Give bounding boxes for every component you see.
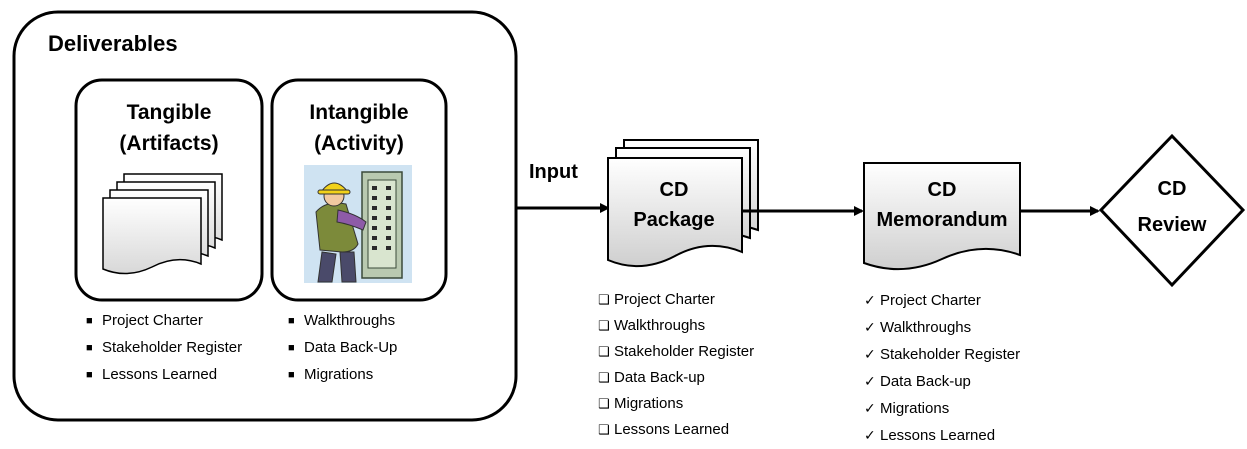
list-item: ■ Project Charter	[86, 308, 242, 335]
input-label: Input	[529, 161, 578, 183]
check-mark-icon: ✓	[864, 373, 876, 389]
list-item: ✓Stakeholder Register	[864, 341, 1020, 368]
list-item-label: Data Back-up	[614, 369, 705, 386]
empty-checkbox-icon: ❑	[598, 370, 610, 385]
list-item: ■ Stakeholder Register	[86, 335, 242, 362]
list-item-label: Migrations	[614, 395, 684, 412]
list-item-label: Walkthroughs	[880, 319, 972, 336]
cd-review-subtitle: Review	[1138, 214, 1207, 236]
list-item: ❑ Data Back-up	[598, 365, 754, 391]
square-bullet-icon: ■	[288, 315, 295, 327]
intangible-title: Intangible	[309, 101, 408, 124]
empty-checkbox-icon: ❑	[598, 292, 610, 307]
cd-package-checklist: ❑ Project Charter ❑ Walkthroughs ❑ Stakehol…	[598, 287, 754, 443]
list-item-label: Lessons Learned	[102, 366, 218, 383]
list-item: ✓Walkthroughs	[864, 314, 1020, 341]
list-item-label: Project Charter	[102, 312, 203, 329]
list-item-label: Stakeholder Register	[880, 346, 1021, 363]
cd-package-subtitle: Package	[633, 209, 714, 231]
list-item-label: Project Charter	[614, 291, 715, 308]
cd-package-title: CD	[660, 179, 689, 201]
intangible-list: ■ Walkthroughs ■ Data Back-Up ■ Migrations	[288, 308, 397, 389]
list-item: ■ Data Back-Up	[288, 335, 397, 362]
list-item: ■ Walkthroughs	[288, 308, 397, 335]
list-item-label: Walkthroughs	[304, 312, 396, 329]
list-item-label: Migrations	[880, 400, 950, 417]
square-bullet-icon: ■	[86, 342, 93, 354]
list-item-label: Lessons Learned	[614, 421, 730, 438]
square-bullet-icon: ■	[86, 369, 93, 381]
worker-at-control-panel-icon	[304, 165, 412, 283]
list-item: ❑ Walkthroughs	[598, 313, 754, 339]
cd-review-title: CD	[1158, 178, 1187, 200]
check-mark-icon: ✓	[864, 292, 876, 308]
list-item: ✓Lessons Learned	[864, 422, 1020, 449]
empty-checkbox-icon: ❑	[598, 396, 610, 411]
square-bullet-icon: ■	[288, 342, 295, 354]
check-mark-icon: ✓	[864, 400, 876, 416]
cd-package-document	[607, 139, 759, 268]
list-item: ■ Migrations	[288, 362, 397, 389]
cd-memorandum-title: CD	[928, 179, 957, 201]
tangible-title: Tangible	[127, 101, 212, 124]
cd-memorandum-document	[863, 162, 1021, 271]
square-bullet-icon: ■	[288, 369, 295, 381]
stacked-documents-icon	[102, 173, 223, 275]
cd-review-diamond	[1098, 133, 1246, 288]
list-item-label: Walkthroughs	[614, 317, 706, 334]
list-item: ✓Data Back-up	[864, 368, 1020, 395]
list-item-label: Stakeholder Register	[614, 343, 755, 360]
list-item: ❑ Project Charter	[598, 287, 754, 313]
empty-checkbox-icon: ❑	[598, 344, 610, 359]
list-item: ❑ Migrations	[598, 391, 754, 417]
intangible-subtitle: (Activity)	[314, 132, 404, 155]
check-mark-icon: ✓	[864, 346, 876, 362]
list-item-label: Lessons Learned	[880, 427, 996, 444]
list-item: ❑ Stakeholder Register	[598, 339, 754, 365]
list-item-label: Stakeholder Register	[102, 339, 243, 356]
cd-memorandum-checklist: ✓Project Charter ✓Walkthroughs ✓Stakehol…	[864, 287, 1020, 449]
square-bullet-icon: ■	[86, 315, 93, 327]
check-mark-icon: ✓	[864, 427, 876, 443]
list-item: ❑ Lessons Learned	[598, 417, 754, 443]
list-item-label: Data Back-Up	[304, 339, 398, 356]
list-item: ✓Migrations	[864, 395, 1020, 422]
cd-memorandum-subtitle: Memorandum	[876, 209, 1007, 231]
list-item-label: Data Back-up	[880, 373, 971, 390]
list-item-label: Project Charter	[880, 292, 981, 309]
list-item: ■ Lessons Learned	[86, 362, 242, 389]
list-item: ✓Project Charter	[864, 287, 1020, 314]
tangible-list: ■ Project Charter ■ Stakeholder Register ■…	[86, 308, 242, 389]
deliverables-title: Deliverables	[48, 31, 178, 56]
tangible-subtitle: (Artifacts)	[119, 132, 218, 155]
check-mark-icon: ✓	[864, 319, 876, 335]
empty-checkbox-icon: ❑	[598, 422, 610, 437]
list-item-label: Migrations	[304, 366, 374, 383]
empty-checkbox-icon: ❑	[598, 318, 610, 333]
